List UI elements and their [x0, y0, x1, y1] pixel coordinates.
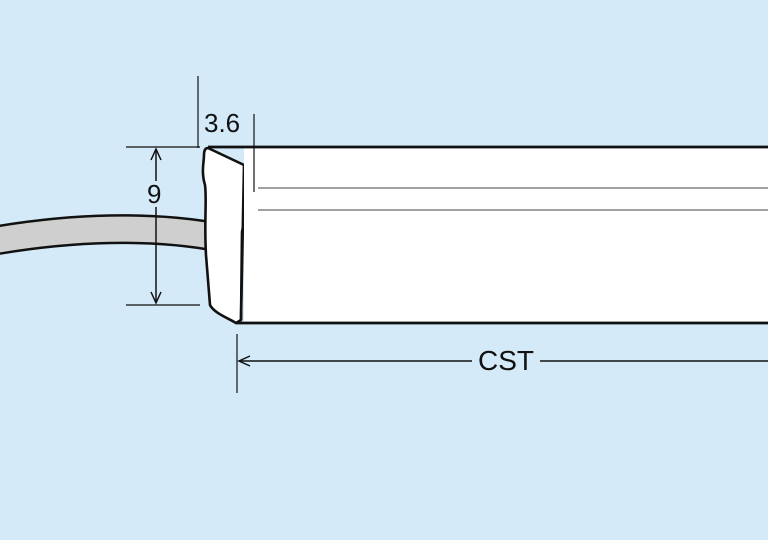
thickness-label: 3.6	[204, 108, 241, 138]
height-dimension	[126, 146, 200, 306]
length-label: CST	[472, 347, 540, 375]
cable	[0, 214, 237, 255]
height-arrow-bottom	[150, 291, 162, 305]
strip-face	[244, 148, 768, 322]
thickness-dimension	[197, 76, 255, 192]
length-arrow-left	[237, 355, 251, 367]
height-label: 9	[147, 179, 162, 209]
height-arrow-top	[150, 147, 162, 161]
